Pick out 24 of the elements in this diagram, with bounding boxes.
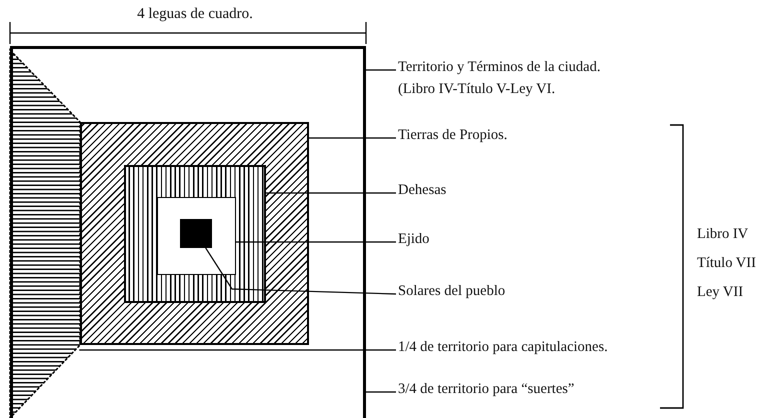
territory-area: [10, 46, 366, 418]
part-label: Tierras de Propios.: [398, 124, 598, 146]
part-label: 1/4 de territorio para capitulaciones.: [398, 336, 648, 358]
leader-line: [205, 248, 396, 295]
horizontal-striped-area: [10, 46, 80, 418]
part-label: Solares del pueblo: [398, 280, 598, 302]
leader-line: [266, 192, 396, 194]
plot-square: [157, 197, 236, 275]
leader-line: [79, 349, 396, 351]
leader-line: [308, 137, 396, 139]
vertical-striped-band: [124, 165, 266, 303]
dimension-label: 4 leguas de cuadro.: [136, 6, 254, 23]
leader-line: [366, 69, 396, 71]
leader-line: [366, 391, 396, 393]
diagonal-hatched-band: [80, 122, 309, 345]
law-reference: Título VII: [697, 255, 756, 272]
part-label: 3/4 de territorio para “suertes”: [398, 378, 648, 400]
law-reference: Ley VII: [697, 284, 744, 301]
law-reference: Libro IV: [697, 226, 748, 243]
part-label: Dehesas: [398, 179, 598, 201]
leader-line: [236, 241, 396, 243]
part-label: Ejido: [398, 228, 598, 250]
part-label: Territorio y Términos de la ciudad. (Libro IV-Título V-Ley VI.: [398, 56, 613, 100]
solid-square: [180, 219, 212, 248]
